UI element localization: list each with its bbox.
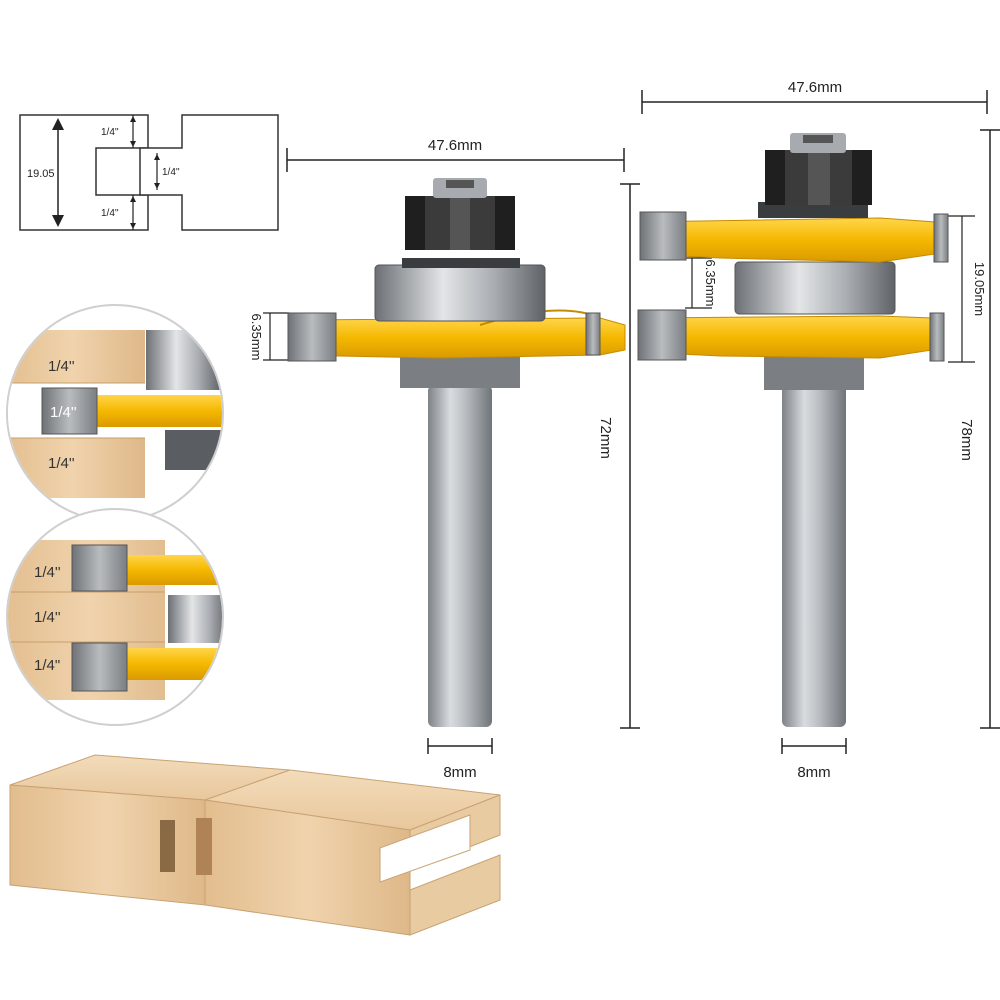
right-router-bit: 47.6mm 78mm 19.05mm 6.35mm [637, 79, 1000, 781]
left-height-label: 72mm [597, 417, 614, 459]
profile-label-bottom: 1/4'' [101, 208, 119, 219]
right-shank-label: 8mm [797, 764, 830, 781]
detail-upper-label-2: 1/4'' [50, 404, 77, 421]
right-span-label: 19.05mm [972, 262, 987, 316]
right-height-label: 78mm [958, 419, 975, 461]
left-width-label: 47.6mm [428, 137, 482, 154]
left-cutter-body [289, 317, 626, 359]
detail-lower-label-1: 1/4'' [34, 564, 61, 581]
groove-slot [95, 147, 148, 196]
profile-label-total: 19.05 [27, 168, 55, 180]
detail-upper-label-1: 1/4'' [48, 358, 75, 375]
right-width-label: 47.6mm [788, 79, 842, 96]
groove-cut [379, 814, 471, 883]
left-cutter-thickness-label: 6.35mm [249, 314, 264, 361]
detail-circle-tongue: 1/4'' 1/4'' 1/4" [6, 508, 224, 726]
tongue-board-outline [139, 114, 279, 231]
wood-joint-illustration [9, 754, 501, 936]
left-shank [428, 385, 492, 727]
right-gap-label: 6.35mm [703, 260, 718, 307]
left-bearing [374, 264, 546, 322]
detail-circle-groove: 1/4'' 1/4'' 1/4'' [6, 304, 224, 522]
right-lower-carbide [637, 309, 687, 361]
profile-label-top: 1/4'' [101, 127, 119, 138]
right-shank [782, 385, 846, 727]
left-shank-label: 8mm [443, 764, 476, 781]
left-router-bit: 47.6mm 72mm 6.35mm 8mm [249, 137, 640, 781]
left-carbide-tip [287, 312, 337, 362]
detail-lower-label-3: 1/4" [34, 657, 60, 674]
right-bearing [734, 261, 896, 315]
profile-label-tongue: 1/4'' [162, 167, 180, 178]
profile-diagram: 19.05 1/4'' 1/4'' 1/4'' [19, 114, 279, 231]
left-board-side [9, 784, 206, 906]
detail-lower-label-2: 1/4'' [34, 609, 61, 626]
detail-upper-label-3: 1/4'' [48, 455, 75, 472]
right-upper-carbide [639, 211, 687, 261]
